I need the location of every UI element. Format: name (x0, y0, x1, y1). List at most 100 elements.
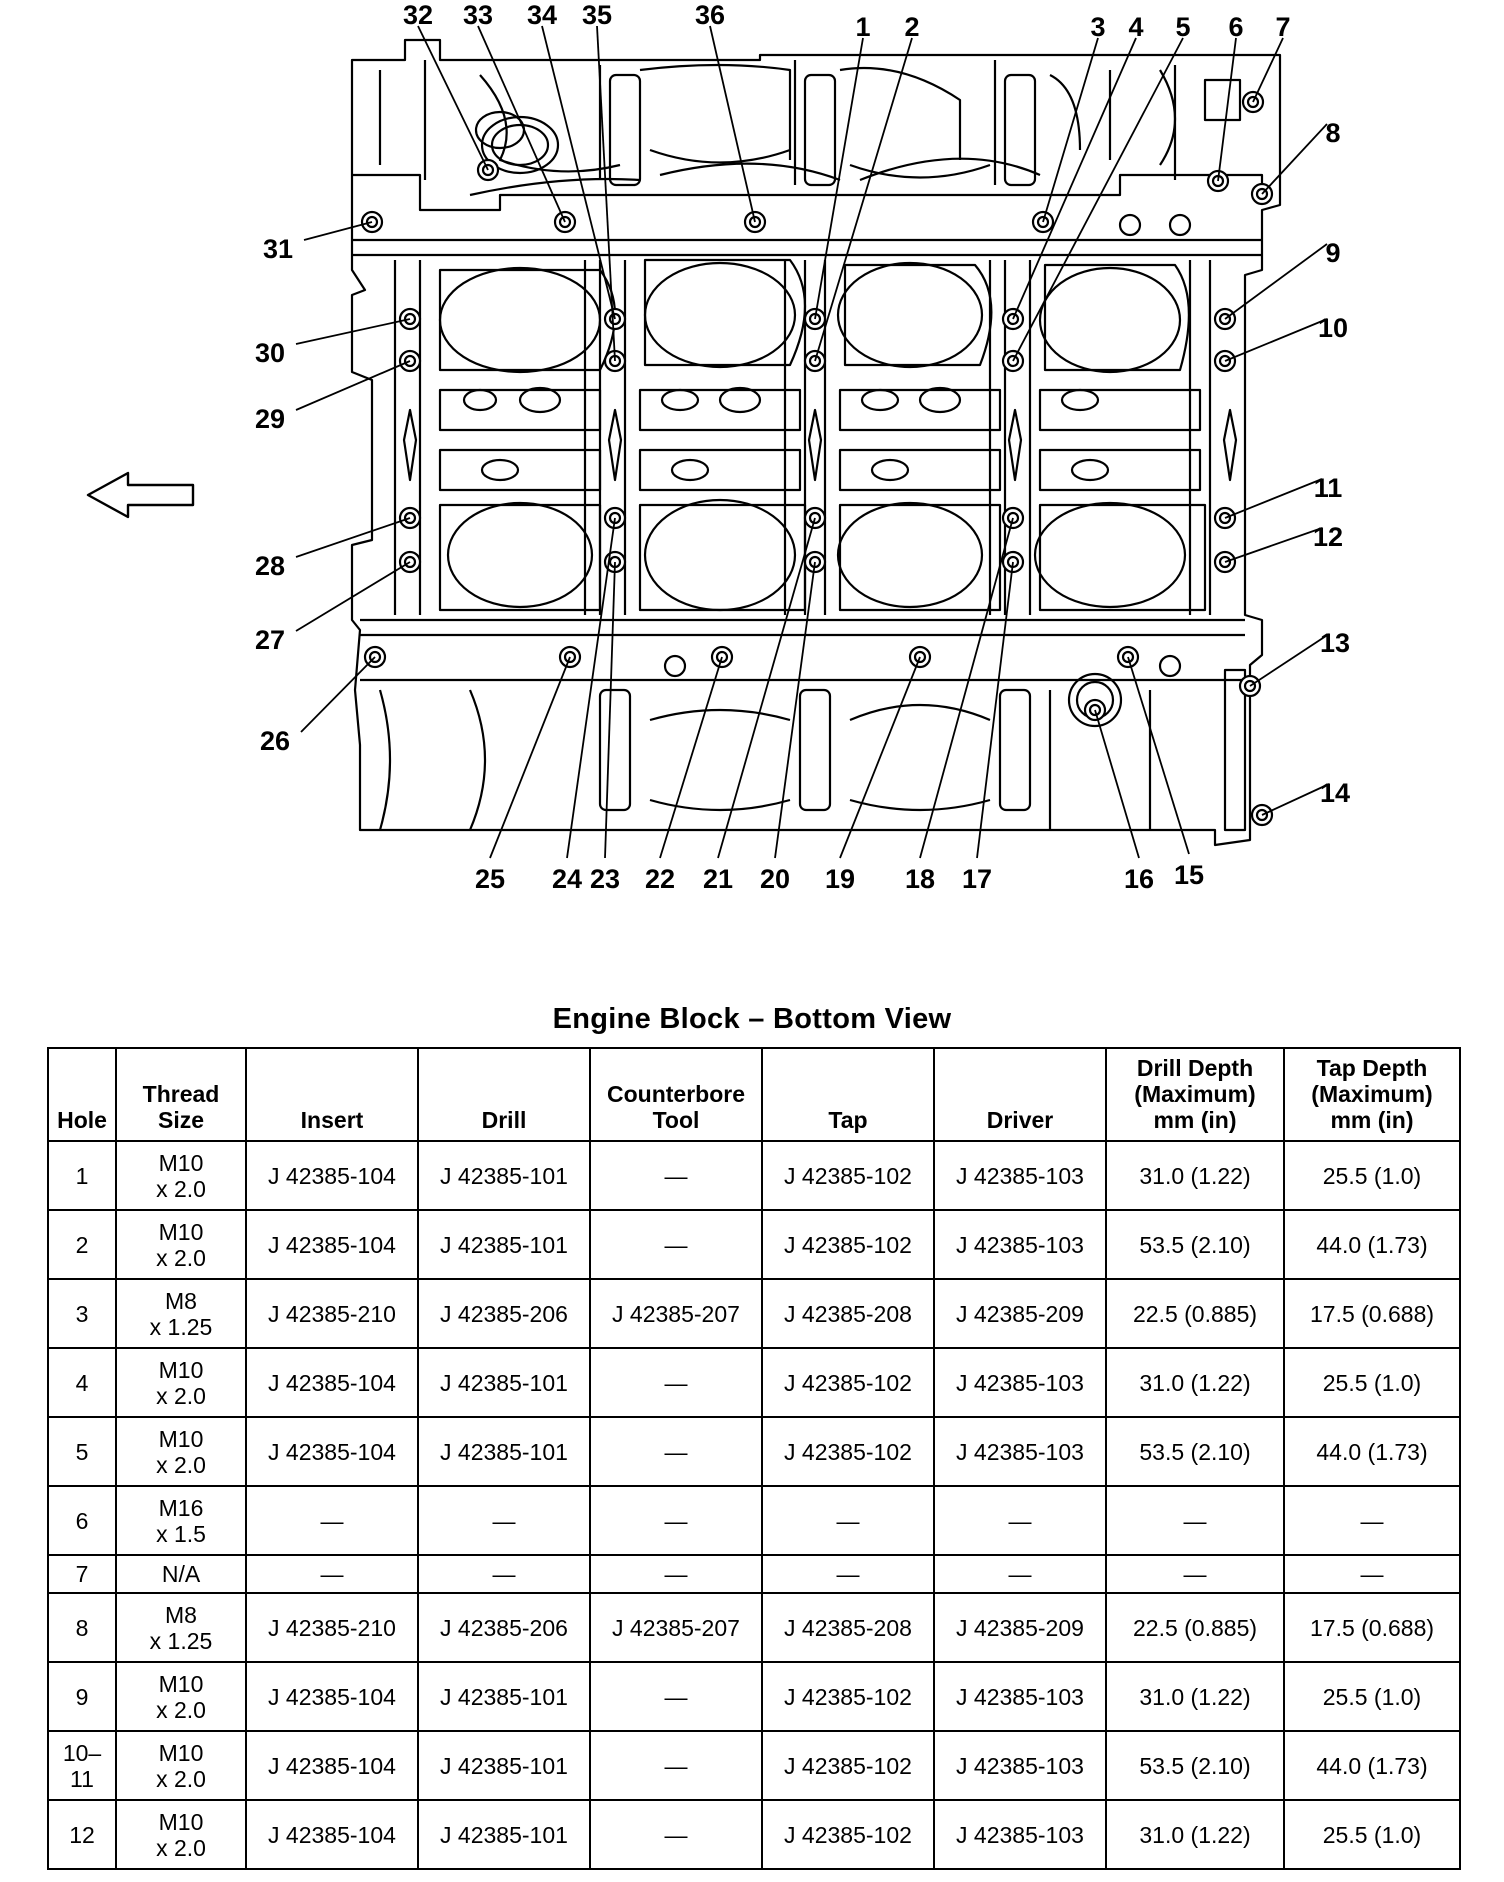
cell-drill-depth: 31.0 (1.22) (1105, 1140, 1285, 1211)
cell-tap-depth: 25.5 (1.0) (1283, 1347, 1461, 1418)
cell-counterbore: — (589, 1661, 763, 1732)
callout-label-34: 34 (527, 0, 557, 30)
cell-counterbore: J 42385-207 (589, 1592, 763, 1663)
cell-tap-depth: 44.0 (1.73) (1283, 1209, 1461, 1280)
callout-label-22: 22 (645, 864, 675, 894)
callout-label-31: 31 (263, 234, 293, 264)
cell-hole: 5 (47, 1416, 117, 1487)
leader-line-34 (541, 25, 616, 320)
header-hole: Hole (47, 1047, 117, 1142)
cell-hole: 2 (47, 1209, 117, 1280)
callout-label-11: 11 (1314, 473, 1343, 503)
callout-label-14: 14 (1320, 778, 1350, 808)
callout-label-8: 8 (1325, 118, 1340, 148)
cell-counterbore: — (589, 1140, 763, 1211)
leader-line-32 (417, 25, 489, 171)
cell-drill-depth: 31.0 (1.22) (1105, 1661, 1285, 1732)
cell-counterbore: — (589, 1347, 763, 1418)
callout-label-16: 16 (1124, 864, 1154, 894)
cell-insert: J 42385-104 (245, 1416, 419, 1487)
cell-hole: 1 (47, 1140, 117, 1211)
callout-label-3: 3 (1090, 12, 1105, 42)
leader-line-20 (774, 561, 816, 859)
callout-label-30: 30 (255, 338, 285, 368)
leader-line-30 (295, 318, 411, 345)
cell-drill: — (417, 1485, 591, 1556)
cell-drill: J 42385-206 (417, 1592, 591, 1663)
callout-label-2: 2 (904, 12, 919, 42)
callout-label-26: 26 (260, 726, 290, 756)
cell-driver: — (933, 1485, 1107, 1556)
cell-drill-depth: 53.5 (2.10) (1105, 1416, 1285, 1487)
header-driver: Driver (933, 1047, 1107, 1142)
cell-counterbore: — (589, 1730, 763, 1801)
thread-size-line: M8 (165, 1287, 197, 1314)
leader-line-25 (489, 656, 571, 859)
cell-insert: — (245, 1485, 419, 1556)
cell-counterbore: — (589, 1485, 763, 1556)
cell-drill: — (417, 1554, 591, 1594)
cell-insert: — (245, 1554, 419, 1594)
leader-line-12 (1224, 527, 1323, 563)
cell-tap-depth: 17.5 (0.688) (1283, 1278, 1461, 1349)
leader-line-5 (1012, 37, 1184, 362)
callout-label-27: 27 (255, 625, 285, 655)
thread-size-line: N/A (161, 1561, 201, 1587)
callout-label-1: 1 (855, 12, 870, 42)
callout-label-17: 17 (962, 864, 992, 894)
leader-line-18 (919, 517, 1014, 859)
callout-label-24: 24 (552, 864, 582, 894)
leader-line-2 (814, 37, 913, 362)
cell-driver: J 42385-103 (933, 1347, 1107, 1418)
callout-label-6: 6 (1228, 12, 1243, 42)
thread-size-line: M16 (158, 1494, 204, 1521)
cell-drill: J 42385-101 (417, 1799, 591, 1870)
callout-label-10: 10 (1318, 313, 1348, 343)
cell-tap: J 42385-208 (761, 1278, 935, 1349)
leader-line-19 (839, 656, 921, 859)
cell-counterbore: J 42385-207 (589, 1278, 763, 1349)
cell-thread-size: N/A (115, 1554, 247, 1594)
cell-hole: 4 (47, 1347, 117, 1418)
cell-tap: J 42385-102 (761, 1416, 935, 1487)
thread-size-line: x 2.0 (156, 1175, 206, 1202)
thread-size-line: M10 (158, 1218, 204, 1245)
cell-insert: J 42385-104 (245, 1209, 419, 1280)
leader-line-6 (1217, 37, 1237, 182)
cell-drill-depth: — (1105, 1554, 1285, 1594)
cell-tap-depth: 25.5 (1.0) (1283, 1140, 1461, 1211)
cell-drill-depth: 53.5 (2.10) (1105, 1209, 1285, 1280)
cell-insert: J 42385-104 (245, 1799, 419, 1870)
cell-tap: — (761, 1485, 935, 1556)
callout-label-35: 35 (582, 0, 612, 30)
cell-counterbore: — (589, 1209, 763, 1280)
callout-label-7: 7 (1275, 12, 1290, 42)
cell-drill-depth: 22.5 (0.885) (1105, 1592, 1285, 1663)
cell-insert: J 42385-104 (245, 1140, 419, 1211)
header-drill: Drill (417, 1047, 591, 1142)
header-insert: Insert (245, 1047, 419, 1142)
cell-tap: J 42385-102 (761, 1209, 935, 1280)
lower-rail (360, 618, 1245, 682)
cell-insert: J 42385-104 (245, 1347, 419, 1418)
callout-label-20: 20 (760, 864, 790, 894)
callout-label-9: 9 (1325, 238, 1340, 268)
header-drill-depth: Drill Depth (Maximum) mm (in) (1105, 1047, 1285, 1142)
callout-label-28: 28 (255, 551, 285, 581)
leader-line-28 (295, 517, 411, 558)
callout-label-13: 13 (1320, 628, 1350, 658)
leader-line-3 (1042, 37, 1099, 223)
thread-size-line: M10 (158, 1356, 204, 1383)
leader-line-27 (295, 561, 411, 632)
